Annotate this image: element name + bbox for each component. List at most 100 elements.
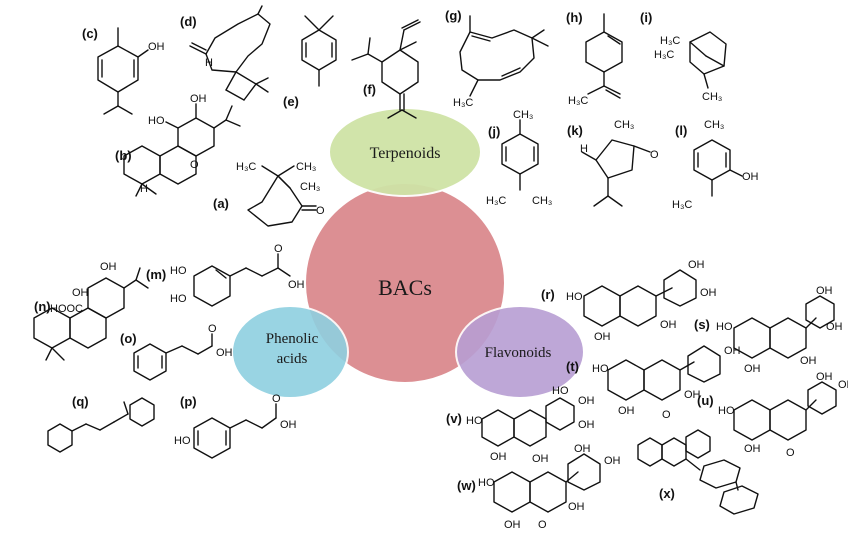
label-s: (s): [694, 317, 710, 332]
svg-text:OH: OH: [280, 419, 297, 431]
label-p: (p): [180, 394, 197, 409]
svg-text:OH: OH: [724, 345, 741, 357]
svg-text:OH: OH: [688, 259, 705, 271]
svg-text:O: O: [208, 323, 217, 335]
svg-text:CH₃: CH₃: [513, 109, 533, 121]
label-t: (t): [566, 359, 579, 374]
svg-text:OH: OH: [700, 287, 717, 299]
svg-text:H₃C: H₃C: [486, 195, 506, 207]
svg-text:O: O: [650, 149, 659, 161]
structure-v: HO HO OH OH OH OH: [466, 385, 595, 465]
label-j: (j): [488, 124, 500, 139]
label-h: (h): [566, 10, 583, 25]
terpenoids-label: Terpenoids: [370, 145, 441, 162]
svg-text:OH: OH: [594, 331, 611, 343]
svg-text:OH: OH: [816, 285, 833, 297]
svg-text:H₃C: H₃C: [672, 199, 692, 211]
svg-text:O: O: [662, 409, 671, 421]
svg-text:OH: OH: [816, 371, 833, 383]
structure-h: H₃C: [568, 13, 623, 107]
label-n: (n): [34, 299, 51, 314]
svg-text:OH: OH: [800, 355, 817, 367]
label-w: (w): [457, 478, 476, 493]
svg-text:CH₃: CH₃: [704, 119, 724, 131]
label-v: (v): [446, 411, 462, 426]
svg-text:O: O: [786, 447, 795, 459]
svg-text:OH: OH: [568, 501, 585, 513]
structure-a: H₃C CH₃ CH₃ O: [236, 161, 325, 227]
svg-text:O: O: [538, 519, 547, 531]
structure-j: CH₃ H₃C CH₃: [486, 109, 552, 207]
svg-text:HO: HO: [478, 477, 495, 489]
structure-i: H₃C H₃C CH₃: [654, 31, 727, 103]
label-e: (e): [283, 94, 299, 109]
label-c: (c): [82, 26, 98, 41]
label-m: (m): [146, 267, 166, 282]
structure-k: CH₃ O H: [580, 119, 659, 207]
structure-o: O OH: [133, 323, 233, 381]
svg-text:HO: HO: [718, 405, 735, 417]
structure-q: [47, 397, 155, 453]
svg-text:HO: HO: [170, 265, 187, 277]
label-d: (d): [180, 14, 197, 29]
svg-text:OH: OH: [684, 389, 701, 401]
svg-text:OH: OH: [618, 405, 635, 417]
center-label: BACs: [378, 275, 432, 300]
svg-text:CH₃: CH₃: [300, 181, 320, 193]
svg-text:CH₃: CH₃: [296, 161, 316, 173]
label-r: (r): [541, 287, 555, 302]
label-o: (o): [120, 331, 137, 346]
svg-text:OH: OH: [574, 443, 591, 455]
svg-text:H: H: [580, 143, 588, 155]
phenolic-acids-circle: [231, 305, 349, 399]
svg-text:OH: OH: [660, 319, 677, 331]
svg-text:OH: OH: [744, 363, 761, 375]
svg-text:H₃C: H₃C: [660, 35, 680, 47]
svg-text:HO: HO: [566, 291, 583, 303]
structure-f: [351, 19, 421, 119]
svg-text:OH: OH: [72, 287, 89, 299]
svg-text:OH: OH: [744, 443, 761, 455]
structure-n: OH OH HOOC: [33, 261, 149, 361]
svg-text:H₃C: H₃C: [236, 161, 256, 173]
label-k: (k): [567, 123, 583, 138]
label-q: (q): [72, 394, 89, 409]
svg-text:CH₃: CH₃: [532, 195, 552, 207]
svg-text:OH: OH: [532, 453, 549, 465]
svg-text:HO: HO: [170, 293, 187, 305]
svg-text:O: O: [190, 159, 199, 171]
structure-e: [301, 15, 337, 87]
label-l: (l): [675, 123, 687, 138]
svg-text:CH₃: CH₃: [614, 119, 634, 131]
svg-text:HO: HO: [716, 321, 733, 333]
phenolic-acids-label-line1: Phenolic: [266, 331, 319, 347]
structure-m: HO HO O OH: [170, 243, 305, 307]
svg-text:OH: OH: [838, 379, 848, 391]
label-f: (f): [363, 82, 376, 97]
label-i: (i): [640, 10, 652, 25]
svg-text:O: O: [274, 243, 283, 255]
svg-text:HO: HO: [592, 363, 609, 375]
svg-text:HO: HO: [552, 385, 569, 397]
svg-text:OH: OH: [578, 419, 595, 431]
label-u: (u): [697, 393, 714, 408]
structure-r: HO OH OH OH OH: [566, 259, 717, 343]
structure-p: HO O OH: [174, 393, 297, 459]
structure-x: [637, 429, 759, 515]
svg-text:OH: OH: [216, 347, 233, 359]
phenolic-acids-label-line2: acids: [277, 351, 308, 367]
svg-text:OH: OH: [578, 395, 595, 407]
structure-w: HO OH OH OH O OH: [478, 443, 621, 531]
terpenoids-circle: [328, 107, 482, 197]
svg-text:OH: OH: [490, 451, 507, 463]
label-a: (a): [213, 196, 229, 211]
label-g: (g): [445, 8, 462, 23]
svg-text:OH: OH: [100, 261, 117, 273]
svg-text:CH₃: CH₃: [702, 91, 722, 103]
flavonoids-circle: [455, 305, 585, 399]
structure-l: CH₃ OH H₃C: [672, 119, 759, 211]
svg-text:HOOC: HOOC: [50, 303, 83, 315]
structure-b: OH HO O H: [123, 93, 241, 197]
